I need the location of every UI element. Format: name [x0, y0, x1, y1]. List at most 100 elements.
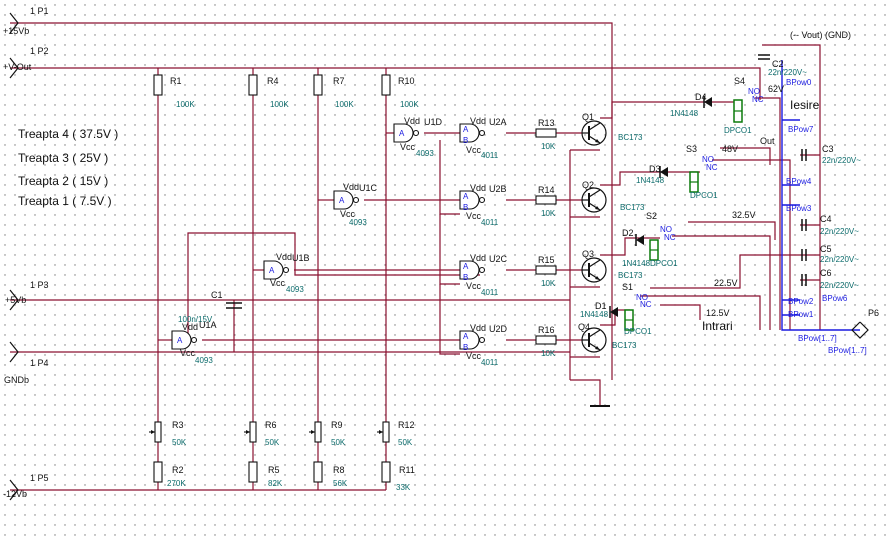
port-p1-ref: 1 P1 — [30, 6, 49, 16]
relay-s3: S3 NO NC DPCO1 — [686, 144, 718, 200]
port-p3: 1 P3 +5Vb — [5, 280, 49, 311]
gate-u2c-vdd: Vdd — [470, 253, 486, 263]
gate-u2a-pin-b: B — [463, 136, 468, 145]
capacitor-c3-value: 22n/220V~ — [822, 156, 861, 165]
pot-r6: R6 50K — [243, 420, 280, 447]
pot-r9-value: 50K — [331, 438, 346, 447]
resistor-r5-value: 82K — [268, 479, 283, 488]
gate-u1a: A Vdd U1A Vcc 4093 — [171, 320, 217, 365]
port-p3-net: +5Vb — [5, 295, 26, 305]
port-p1-net: +15Vb — [3, 26, 29, 36]
port-p5: 1 P5 -12Vb — [3, 473, 49, 501]
resistor-r11-value: 33K — [396, 483, 411, 492]
pot-r12-ref: R12 — [398, 420, 415, 430]
diode-d3-part: 1N4148 — [636, 176, 665, 185]
resistor-r8: R8 56K — [313, 461, 348, 488]
bus-bpow-range-2: BPow[1..7] — [828, 346, 867, 355]
relay-s2: S2 NO NC DPCO1 — [646, 211, 678, 268]
capacitor-c1-ref: C1 — [211, 290, 223, 300]
transistor-q4-part: BC173 — [612, 341, 637, 350]
resistor-r2-ref: R2 — [172, 465, 184, 475]
pot-r6-ref: R6 — [265, 420, 277, 430]
resistor-r10-value: 100K — [400, 100, 419, 109]
resistor-r14-value: 10K — [541, 209, 556, 218]
diode-d3: D3 1N4148 — [636, 164, 668, 185]
gate-u2b: A B Vdd U2B Vcc 4011 — [459, 183, 507, 227]
resistor-r4-ref: R4 — [267, 76, 279, 86]
relay-s4-no: NO — [748, 87, 760, 96]
gate-u1c-vdd: Vdd — [343, 182, 359, 192]
capacitor-c6-ref: C6 — [820, 268, 832, 278]
capacitor-c2-value: 22n/220V~ — [768, 68, 807, 77]
relay-s2-nc: NC — [664, 233, 676, 242]
gate-u1c-ref: U1C — [359, 183, 378, 193]
capacitor-c5-ref: C5 — [820, 244, 832, 254]
gate-u1b: A Vdd U1B Vcc 4093 — [263, 252, 310, 294]
pot-r6-value: 50K — [265, 438, 280, 447]
transistor-q2-part: BC173 — [620, 203, 645, 212]
bus-bpow0: BPow0 — [786, 78, 812, 87]
voltage-48: 48V — [722, 144, 738, 154]
transistor-q3-part: BC173 — [618, 271, 643, 280]
gate-u1a-vcc: Vcc — [180, 348, 196, 358]
gate-u2b-pin-b: B — [463, 203, 468, 212]
transistor-q1-ref: Q1 — [582, 112, 594, 122]
capacitor-c4-value: 22n/220V~ — [820, 227, 859, 236]
diode-d3-ref: D3 — [649, 164, 661, 174]
resistor-r7: R7 100K — [313, 74, 354, 109]
transistor-q3-ref: Q3 — [582, 249, 594, 259]
level-list: Treapta 4 ( 37.5V ) Treapta 3 ( 25V ) Tr… — [18, 127, 118, 208]
out-label: Out — [760, 136, 775, 146]
resistor-r13-value: 10K — [541, 142, 556, 151]
gate-u2c-vcc: Vcc — [466, 281, 482, 291]
bus-bpow4: BPow4 — [786, 177, 812, 186]
gate-u2d: A B Vdd U2D Vcc 4011 — [459, 323, 508, 367]
level-1: Treapta 1 ( 7.5V ) — [18, 194, 112, 208]
gate-u2d-vcc: Vcc — [466, 351, 482, 361]
resistor-r15-ref: R15 — [538, 255, 555, 265]
port-p5-ref: 1 P5 — [30, 473, 49, 483]
gate-u1a-pin-a: A — [177, 336, 183, 345]
bus-bpow2: BPow2 — [788, 297, 814, 306]
relay-s3-part: DPCO1 — [690, 191, 718, 200]
relay-s4: S4 NO NC DPCO1 — [724, 76, 764, 135]
voltage-labels: 62V 48V 32.5V 22.5V 12.5V — [706, 84, 784, 318]
transistor-q4: Q4 BC173 — [578, 322, 637, 353]
resistor-r16-ref: R16 — [538, 325, 555, 335]
gate-u2d-pin-a: A — [463, 332, 469, 341]
transistor-q4-ref: Q4 — [578, 322, 590, 332]
gate-u2c-pin-b: B — [463, 273, 468, 282]
capacitor-c3: C3 22n/220V~ — [801, 144, 861, 165]
pot-r9: R9 50K — [308, 420, 346, 447]
resistor-r5: R5 82K — [248, 461, 283, 488]
resistor-r16-value: 10K — [541, 349, 556, 358]
intrari-label: Intrari — [702, 319, 733, 333]
gate-u1d-pin-a: A — [399, 129, 405, 138]
gate-u1d-part: 4093 — [416, 149, 434, 158]
bus-bpow7: BPow7 — [788, 125, 814, 134]
gate-u1d-vcc: Vcc — [400, 142, 416, 152]
port-p6: P6 — [851, 308, 879, 339]
gate-u2a-pin-a: A — [463, 125, 469, 134]
capacitor-c3-ref: C3 — [822, 144, 834, 154]
capacitor-c1: C1 100n/15V — [178, 290, 242, 324]
relay-s4-ref: S4 — [734, 76, 745, 86]
capacitor-c2-ref: C2 — [772, 59, 784, 69]
port-p2-net: +V-Out — [3, 62, 32, 72]
resistor-r14-ref: R14 — [538, 185, 555, 195]
resistor-r4-value: 100K — [270, 100, 289, 109]
resistor-r7-value: 100K — [335, 100, 354, 109]
gate-u2d-part: 4011 — [481, 358, 499, 367]
diode-d1-part: 1N4148 — [580, 310, 609, 319]
gate-u2a-vdd: Vdd — [470, 116, 486, 126]
annotations: (-- Vout) (GND) Iesire Intrari Out — [702, 30, 851, 333]
relay-s1-nc: NC — [640, 300, 652, 309]
diode-d4: D4 1N4148 — [670, 92, 712, 118]
gate-u2d-pin-b: B — [463, 343, 468, 352]
port-p5-net: -12Vb — [3, 489, 27, 499]
gate-u2b-pin-a: A — [463, 192, 469, 201]
capacitor-c6-value: 22n/220V~ — [820, 281, 859, 290]
bus-lines — [781, 60, 860, 331]
capacitor-c1-value: 100n/15V — [178, 315, 213, 324]
port-p3-ref: 1 P3 — [30, 280, 49, 290]
